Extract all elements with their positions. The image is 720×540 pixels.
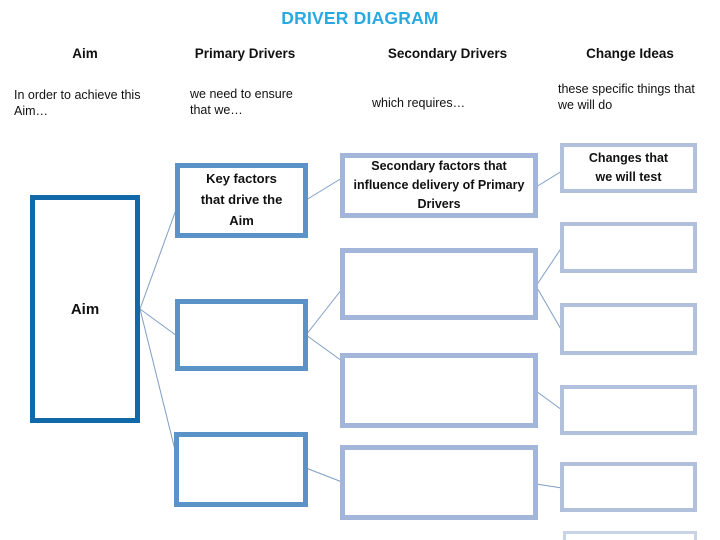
primary-driver-box-2[interactable] bbox=[175, 299, 308, 371]
aim-box[interactable]: Aim bbox=[30, 195, 140, 423]
subtext-aim: In order to achieve this Aim… bbox=[14, 88, 141, 118]
change-idea-box-6-partial[interactable] bbox=[563, 531, 697, 540]
secondary-driver-box-1[interactable]: Secondary factors that influence deliver… bbox=[340, 153, 538, 218]
secondary-driver-box-2[interactable] bbox=[340, 248, 538, 320]
primary-driver-box-1[interactable]: Key factors that drive the Aim bbox=[175, 163, 308, 238]
secondary-driver-box-4[interactable] bbox=[340, 445, 538, 520]
column-header-change-ideas: Change Ideas bbox=[586, 46, 674, 61]
subtext-secondary-drivers: which requires… bbox=[372, 96, 466, 110]
connector-line bbox=[139, 308, 178, 459]
connector-line bbox=[305, 288, 343, 336]
page-title: DRIVER DIAGRAM bbox=[281, 8, 439, 28]
connector-line bbox=[305, 334, 343, 362]
connector-line bbox=[535, 170, 563, 188]
column-header-secondary-drivers: Secondary Drivers bbox=[387, 46, 508, 61]
change-idea-box-5[interactable] bbox=[560, 462, 697, 512]
column-header-primary-drivers: Primary Drivers bbox=[194, 46, 296, 61]
subtext-change-ideas: these specific things that we will do bbox=[558, 82, 695, 112]
change-idea-box-2[interactable] bbox=[560, 222, 697, 273]
column-header-aim: Aim bbox=[72, 46, 98, 61]
primary-driver-box-1-label: Key factors that drive the Aim bbox=[200, 171, 283, 228]
change-idea-box-4[interactable] bbox=[560, 385, 697, 435]
aim-box-label: Aim bbox=[70, 300, 100, 318]
secondary-driver-box-3[interactable] bbox=[340, 353, 538, 428]
subtext-primary-drivers: we need to ensure that we… bbox=[190, 87, 293, 117]
connector-line bbox=[535, 285, 563, 332]
change-idea-box-1-label: Changes that we will test bbox=[588, 151, 669, 184]
connector-line bbox=[305, 467, 343, 483]
connector-line bbox=[535, 483, 563, 489]
change-idea-box-3[interactable] bbox=[560, 303, 697, 355]
connector-line bbox=[139, 308, 178, 337]
change-idea-box-1[interactable]: Changes that we will test bbox=[560, 143, 697, 193]
connector-line bbox=[139, 206, 178, 310]
connector-line bbox=[535, 246, 563, 287]
primary-driver-box-3[interactable] bbox=[174, 432, 308, 507]
connector-line bbox=[305, 177, 343, 201]
connector-line bbox=[535, 390, 563, 411]
secondary-driver-box-1-label: Secondary factors that influence deliver… bbox=[353, 159, 525, 211]
